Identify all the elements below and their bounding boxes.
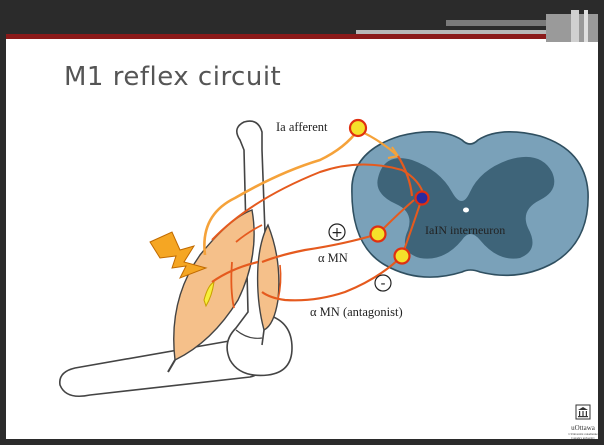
iain-interneuron	[416, 192, 429, 205]
label-alpha-mn-antagonist: α MN (antagonist)	[310, 305, 403, 319]
logo-fine-print: L'Université canadienne Canada's univers…	[568, 432, 598, 440]
minus-sign: -	[380, 276, 385, 292]
label-iain-interneuron: IaIN interneuron	[425, 223, 505, 237]
label-alpha-mn: α MN	[318, 251, 348, 265]
alpha-mn-neuron	[371, 227, 386, 242]
logo-name: uOttawa	[568, 424, 598, 432]
building-icon	[575, 404, 591, 420]
label-ia-afferent: Ia afferent	[276, 120, 328, 134]
uottawa-logo: uOttawa L'Université canadienne Canada's…	[568, 404, 598, 440]
plus-sign: +	[331, 225, 343, 241]
alpha-mn-antagonist-neuron	[395, 249, 410, 264]
reflex-diagram: + - Ia afferent IaIN interneuron α MN α …	[6, 6, 598, 439]
ia-afferent-neuron	[350, 120, 366, 136]
lightning-bolt-icon	[150, 232, 206, 278]
